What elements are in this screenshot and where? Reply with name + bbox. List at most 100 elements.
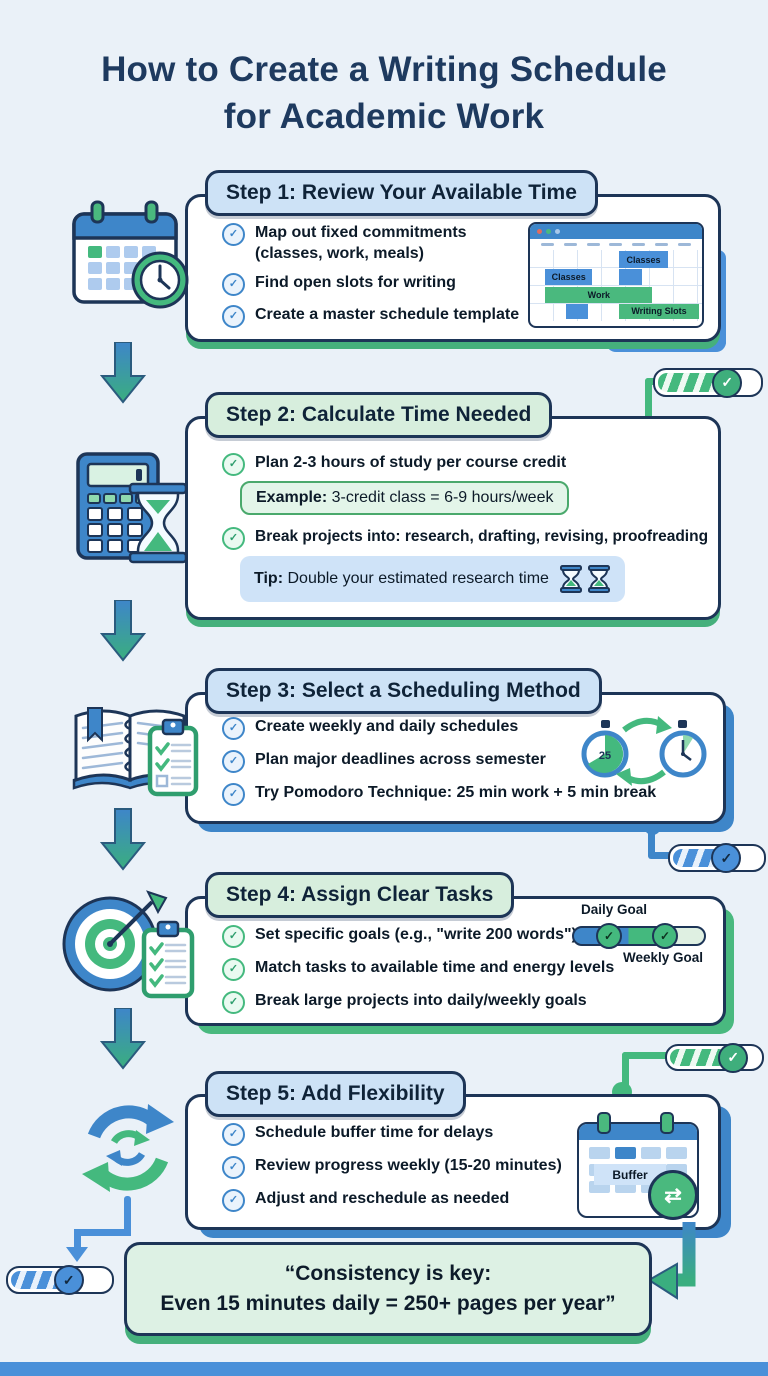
connector-line [622,1052,670,1059]
tip-box: Tip: Double your estimated research time [240,556,625,602]
check-circle-icon: ✓ [222,273,245,296]
down-arrow-icon [100,600,146,662]
window-dot-icon [555,229,560,234]
schedule-block-classes: Classes [619,251,668,268]
check-circle-icon: ✓ [222,958,245,981]
progress-check-icon: ✓ [53,1265,84,1295]
goal-check-icon: ✓ [596,923,622,949]
list-item: ✓ Map out fixed commitments (classes, wo… [222,222,532,264]
example-box: Example: 3-credit class = 6-9 hours/week [240,481,570,515]
title-line-2: for Academic Work [223,97,545,136]
list-item: ✓ Break large projects into daily/weekly… [222,990,642,1014]
down-arrow-icon [100,808,146,871]
check-circle-icon: ✓ [222,453,245,476]
swap-arrows-icon: ⇄ [648,1170,698,1220]
connector-line [74,1229,81,1249]
list-item: ✓ Set specific goals (e.g., "write 200 w… [222,924,642,948]
timer-minutes: 25 [599,750,611,762]
page-title: How to Create a Writing Schedule for Aca… [0,46,768,140]
list-item: ✓ Match tasks to available time and ener… [222,957,642,981]
step5-bullets: ✓ Schedule buffer time for delays ✓ Revi… [222,1122,622,1212]
list-item: ✓ Schedule buffer time for delays [222,1122,622,1146]
quote-line-1: “Consistency is key: [284,1262,492,1285]
bullet-text: Review progress weekly (15-20 minutes) [255,1157,562,1174]
planner-book-checklist-icon [72,707,199,797]
curved-arrow-to-quote-icon [647,1222,696,1300]
bullet-text: Match tasks to available time and energy… [255,959,615,976]
step2-header: Step 2: Calculate Time Needed [205,392,553,438]
schedule-block [566,303,589,319]
bullet-text: Plan major deadlines across semester [255,751,546,768]
calculator-hourglass-icon [76,452,188,564]
connector-line [124,1196,131,1236]
check-circle-icon: ✓ [222,750,245,773]
tip-label: Tip: [254,570,284,587]
check-circle-icon: ✓ [222,991,245,1014]
schedule-block-classes: Classes [545,269,592,286]
list-item: ✓ Plan 2-3 hours of study per course cre… [222,452,707,476]
progress-bar: ✓ [668,843,766,873]
list-item: ✓ Plan major deadlines across semester [222,749,712,773]
sync-arrows-icon [82,1104,174,1192]
bullet-text: Map out fixed commitments (classes, work… [255,224,467,262]
progress-bar: ✓ [665,1042,764,1073]
list-item: ✓ Break projects into: research, draftin… [222,526,717,550]
progress-check-icon: ✓ [711,843,742,873]
bullet-text: Create a master schedule template [255,306,520,323]
step3-header: Step 3: Select a Scheduling Method [205,668,602,714]
check-circle-icon: ✓ [222,1123,245,1146]
progress-check-icon: ✓ [718,1042,749,1073]
bullet-text: Try Pomodoro Technique: 25 min work + 5 … [255,784,657,801]
buffer-label: Buffer [594,1164,666,1185]
check-circle-icon: ✓ [222,925,245,948]
progress-fill [658,373,722,392]
step3-bullets: ✓ Create weekly and daily schedules ✓ Pl… [222,716,712,806]
goal-slider-track [572,926,706,946]
window-dot-icon [537,229,542,234]
list-item: ✓ Find open slots for writing [222,272,532,296]
progress-bar: ✓ [6,1265,114,1295]
schedule-block-work: Work [545,286,653,303]
down-arrowhead-icon [66,1247,88,1262]
footer-bar [0,1362,768,1376]
step4-header: Step 4: Assign Clear Tasks [205,872,515,918]
weekly-goal-label: Weekly Goal [622,950,704,965]
check-circle-icon: ✓ [222,717,245,740]
check-circle-icon: ✓ [222,305,245,328]
target-checklist-icon [62,890,195,999]
calendar-hanger [597,1112,611,1134]
window-dot-icon [546,229,551,234]
connector-line [74,1229,131,1236]
bullet-text: Create weekly and daily schedules [255,718,519,735]
bullet-text: Break large projects into daily/weekly g… [255,992,587,1009]
check-circle-icon: ✓ [222,223,245,246]
connector-line [648,852,674,859]
schedule-block-writing-slots: Writing Slots [619,303,699,319]
goal-check-icon: ✓ [652,923,678,949]
bullet-text: Break projects into: research, drafting,… [255,528,709,545]
schedule-grid: Classes Classes Work Writing Slots [530,250,702,321]
down-arrow-icon [100,1008,146,1070]
tip-text: Double your estimated research time [287,570,549,587]
list-item: ✓ Adjust and reschedule as needed [222,1188,622,1212]
step4-bullets: ✓ Set specific goals (e.g., "write 200 w… [222,924,642,1014]
list-item: ✓ Create weekly and daily schedules [222,716,712,740]
connector-line [648,826,655,858]
weekly-schedule-widget: Classes Classes Work Writing Slots [528,222,704,328]
step2-bullet-2: ✓ Break projects into: research, draftin… [222,526,717,550]
title-line-1: How to Create a Writing Schedule [101,50,667,89]
calendar-clock-icon [72,200,189,309]
bullet-text: Find open slots for writing [255,274,456,291]
connector-line [645,378,652,434]
quote-line-2: Even 15 minutes daily = 250+ pages per y… [160,1292,616,1315]
step2-bullet-1: ✓ Plan 2-3 hours of study per course cre… [222,452,707,476]
day-header-row [530,239,702,250]
progress-fill [670,1049,727,1066]
step1-bullets: ✓ Map out fixed commitments (classes, wo… [222,222,532,328]
check-circle-icon: ✓ [222,527,245,550]
schedule-block [619,269,642,286]
progress-check-icon: ✓ [712,367,743,398]
window-titlebar [530,224,702,239]
example-label: Example: [256,489,328,506]
bullet-text: Schedule buffer time for delays [255,1124,494,1141]
